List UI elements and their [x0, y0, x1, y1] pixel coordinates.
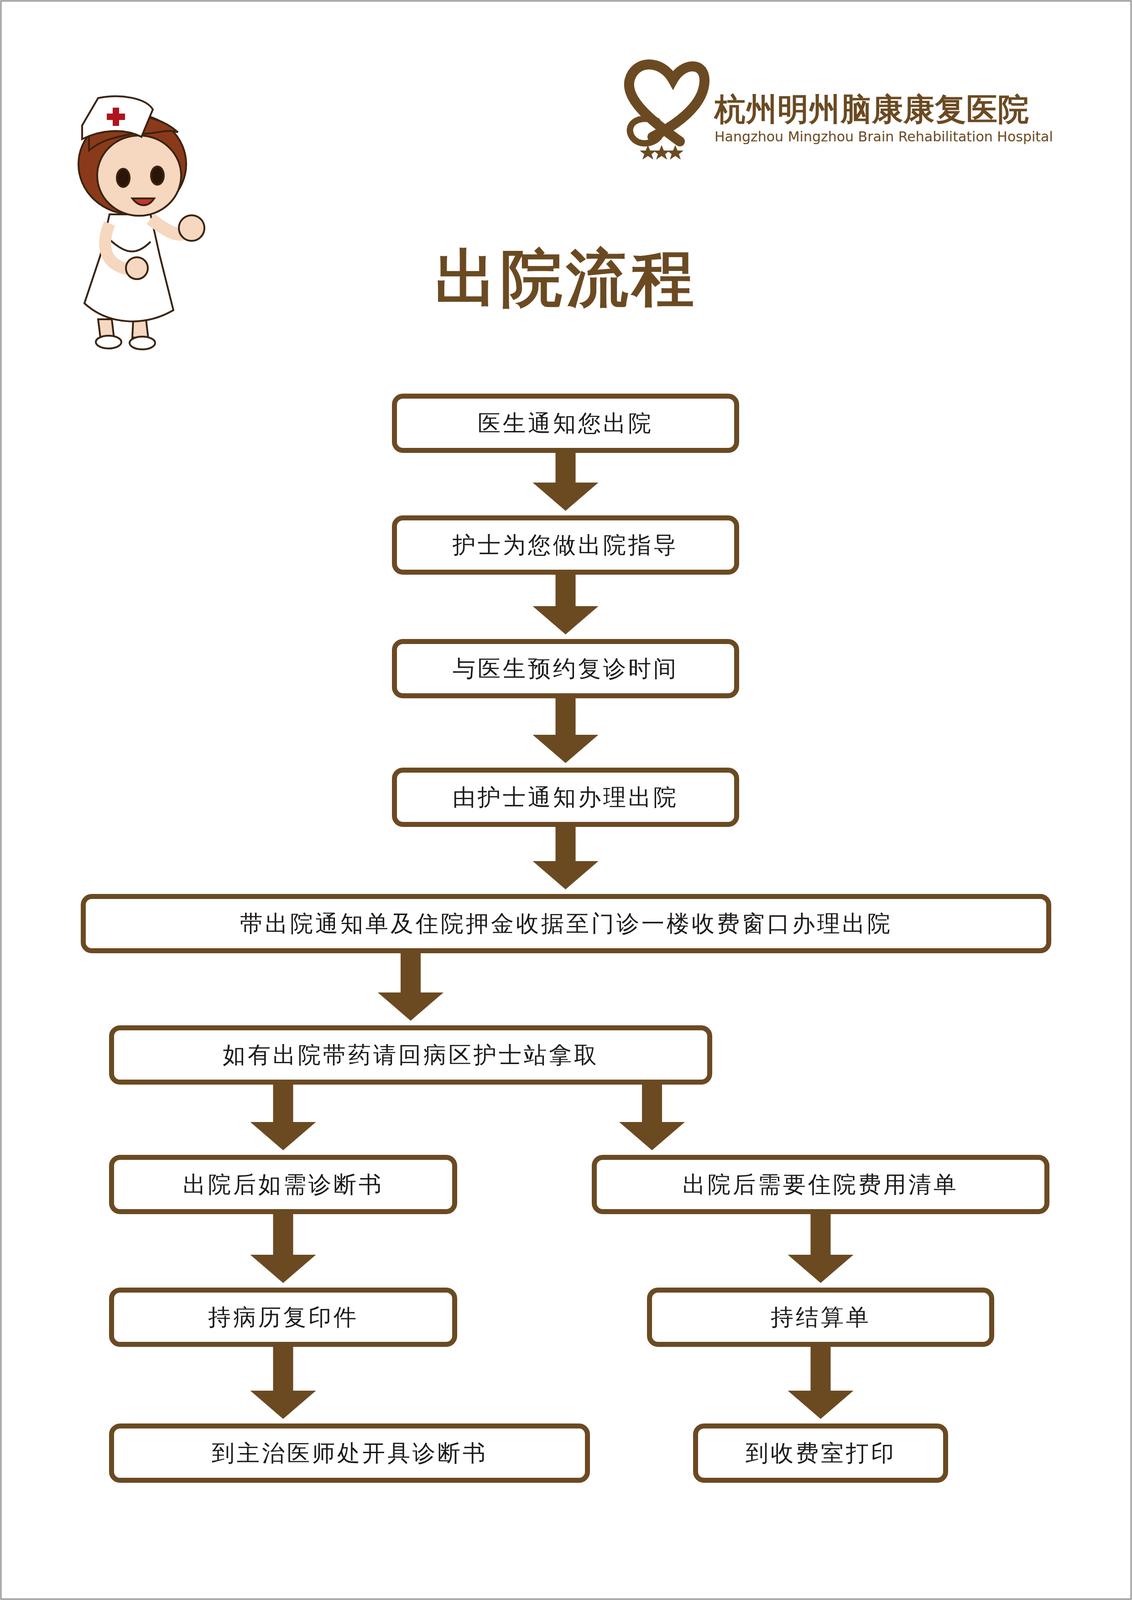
hospital-name: 杭州明州脑康康复医院 — [714, 88, 1030, 131]
block-arrow — [619, 1083, 685, 1151]
block-arrow — [532, 573, 599, 635]
process-box: 护士为您做出院指导 — [391, 515, 740, 575]
box-text: 到收费室打印 — [745, 1438, 897, 1470]
process-box: 如有出院带药请回病区护士站拿取 — [109, 1025, 713, 1086]
block-arrow — [787, 1212, 854, 1284]
box-text: 如有出院带药请回病区护士站拿取 — [222, 1040, 600, 1071]
process-box: 到收费室打印 — [693, 1424, 949, 1484]
box-text: 带出院通知单及住院押金收据至门诊一楼收费窗口办理出院 — [239, 908, 893, 940]
box-text: 医生通知您出院 — [477, 408, 654, 439]
block-arrow — [532, 825, 599, 890]
process-box: 医生通知您出院 — [391, 393, 740, 454]
process-box: 出院后需要住院费用清单 — [591, 1155, 1050, 1215]
block-arrow — [787, 1345, 854, 1420]
page-title: 出院流程 — [0, 237, 1132, 321]
block-arrow — [377, 951, 444, 1022]
block-arrow — [532, 696, 599, 764]
box-text: 与医生预约复诊时间 — [452, 653, 679, 685]
process-box: 持病历复印件 — [109, 1288, 458, 1348]
box-text: 出院后如需诊断书 — [182, 1169, 384, 1201]
hospital-name-en: Hangzhou Mingzhou Brain Rehabilitation H… — [714, 128, 1054, 145]
block-arrow — [250, 1212, 317, 1284]
nurse-cartoon — [78, 96, 205, 350]
box-text: 持病历复印件 — [208, 1302, 359, 1334]
process-box: 带出院通知单及住院押金收据至门诊一楼收费窗口办理出院 — [80, 894, 1052, 954]
box-text: 持结算单 — [770, 1302, 872, 1334]
box-text: 到主治医师处开具诊断书 — [211, 1438, 488, 1470]
process-box: 到主治医师处开具诊断书 — [109, 1424, 590, 1484]
hospital-logo — [629, 64, 705, 160]
process-box: 与医生预约复诊时间 — [391, 639, 740, 699]
process-box: 持结算单 — [646, 1288, 995, 1348]
block-arrow — [250, 1345, 317, 1420]
block-arrow — [250, 1083, 317, 1151]
process-box: 由护士通知办理出院 — [391, 767, 740, 828]
box-text: 由护士通知办理出院 — [452, 782, 679, 814]
box-text: 护士为您做出院指导 — [452, 530, 679, 561]
process-box: 出院后如需诊断书 — [109, 1155, 458, 1215]
block-arrow — [532, 451, 599, 512]
box-text: 出院后需要住院费用清单 — [682, 1169, 959, 1201]
